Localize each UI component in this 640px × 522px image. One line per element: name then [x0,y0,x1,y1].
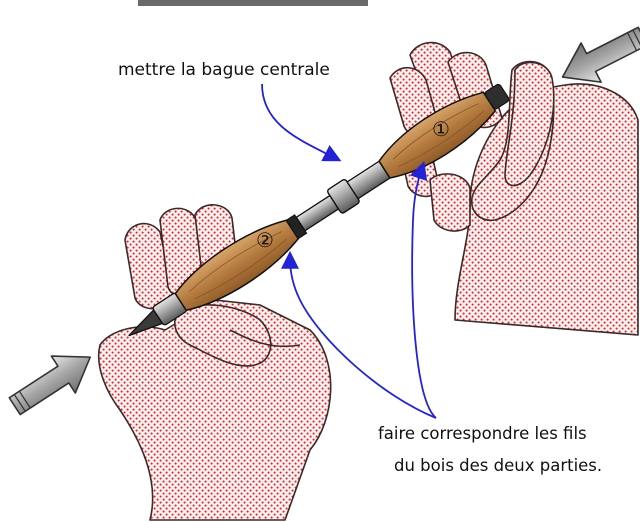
center-ring-label: mettre la bague centrale [118,60,330,80]
push-arrow-icon [3,339,102,425]
left-hand [99,205,331,520]
center-tube [296,196,338,231]
grain-match-label-line2: du bois des deux parties. [394,456,602,475]
grain-match-label-line1: faire correspondre les fils [378,424,587,443]
pointer-arrow-icon [262,84,335,158]
cut-heading [138,0,368,6]
part-1-marker: ① [432,117,450,141]
part-2-marker: ② [256,228,274,252]
